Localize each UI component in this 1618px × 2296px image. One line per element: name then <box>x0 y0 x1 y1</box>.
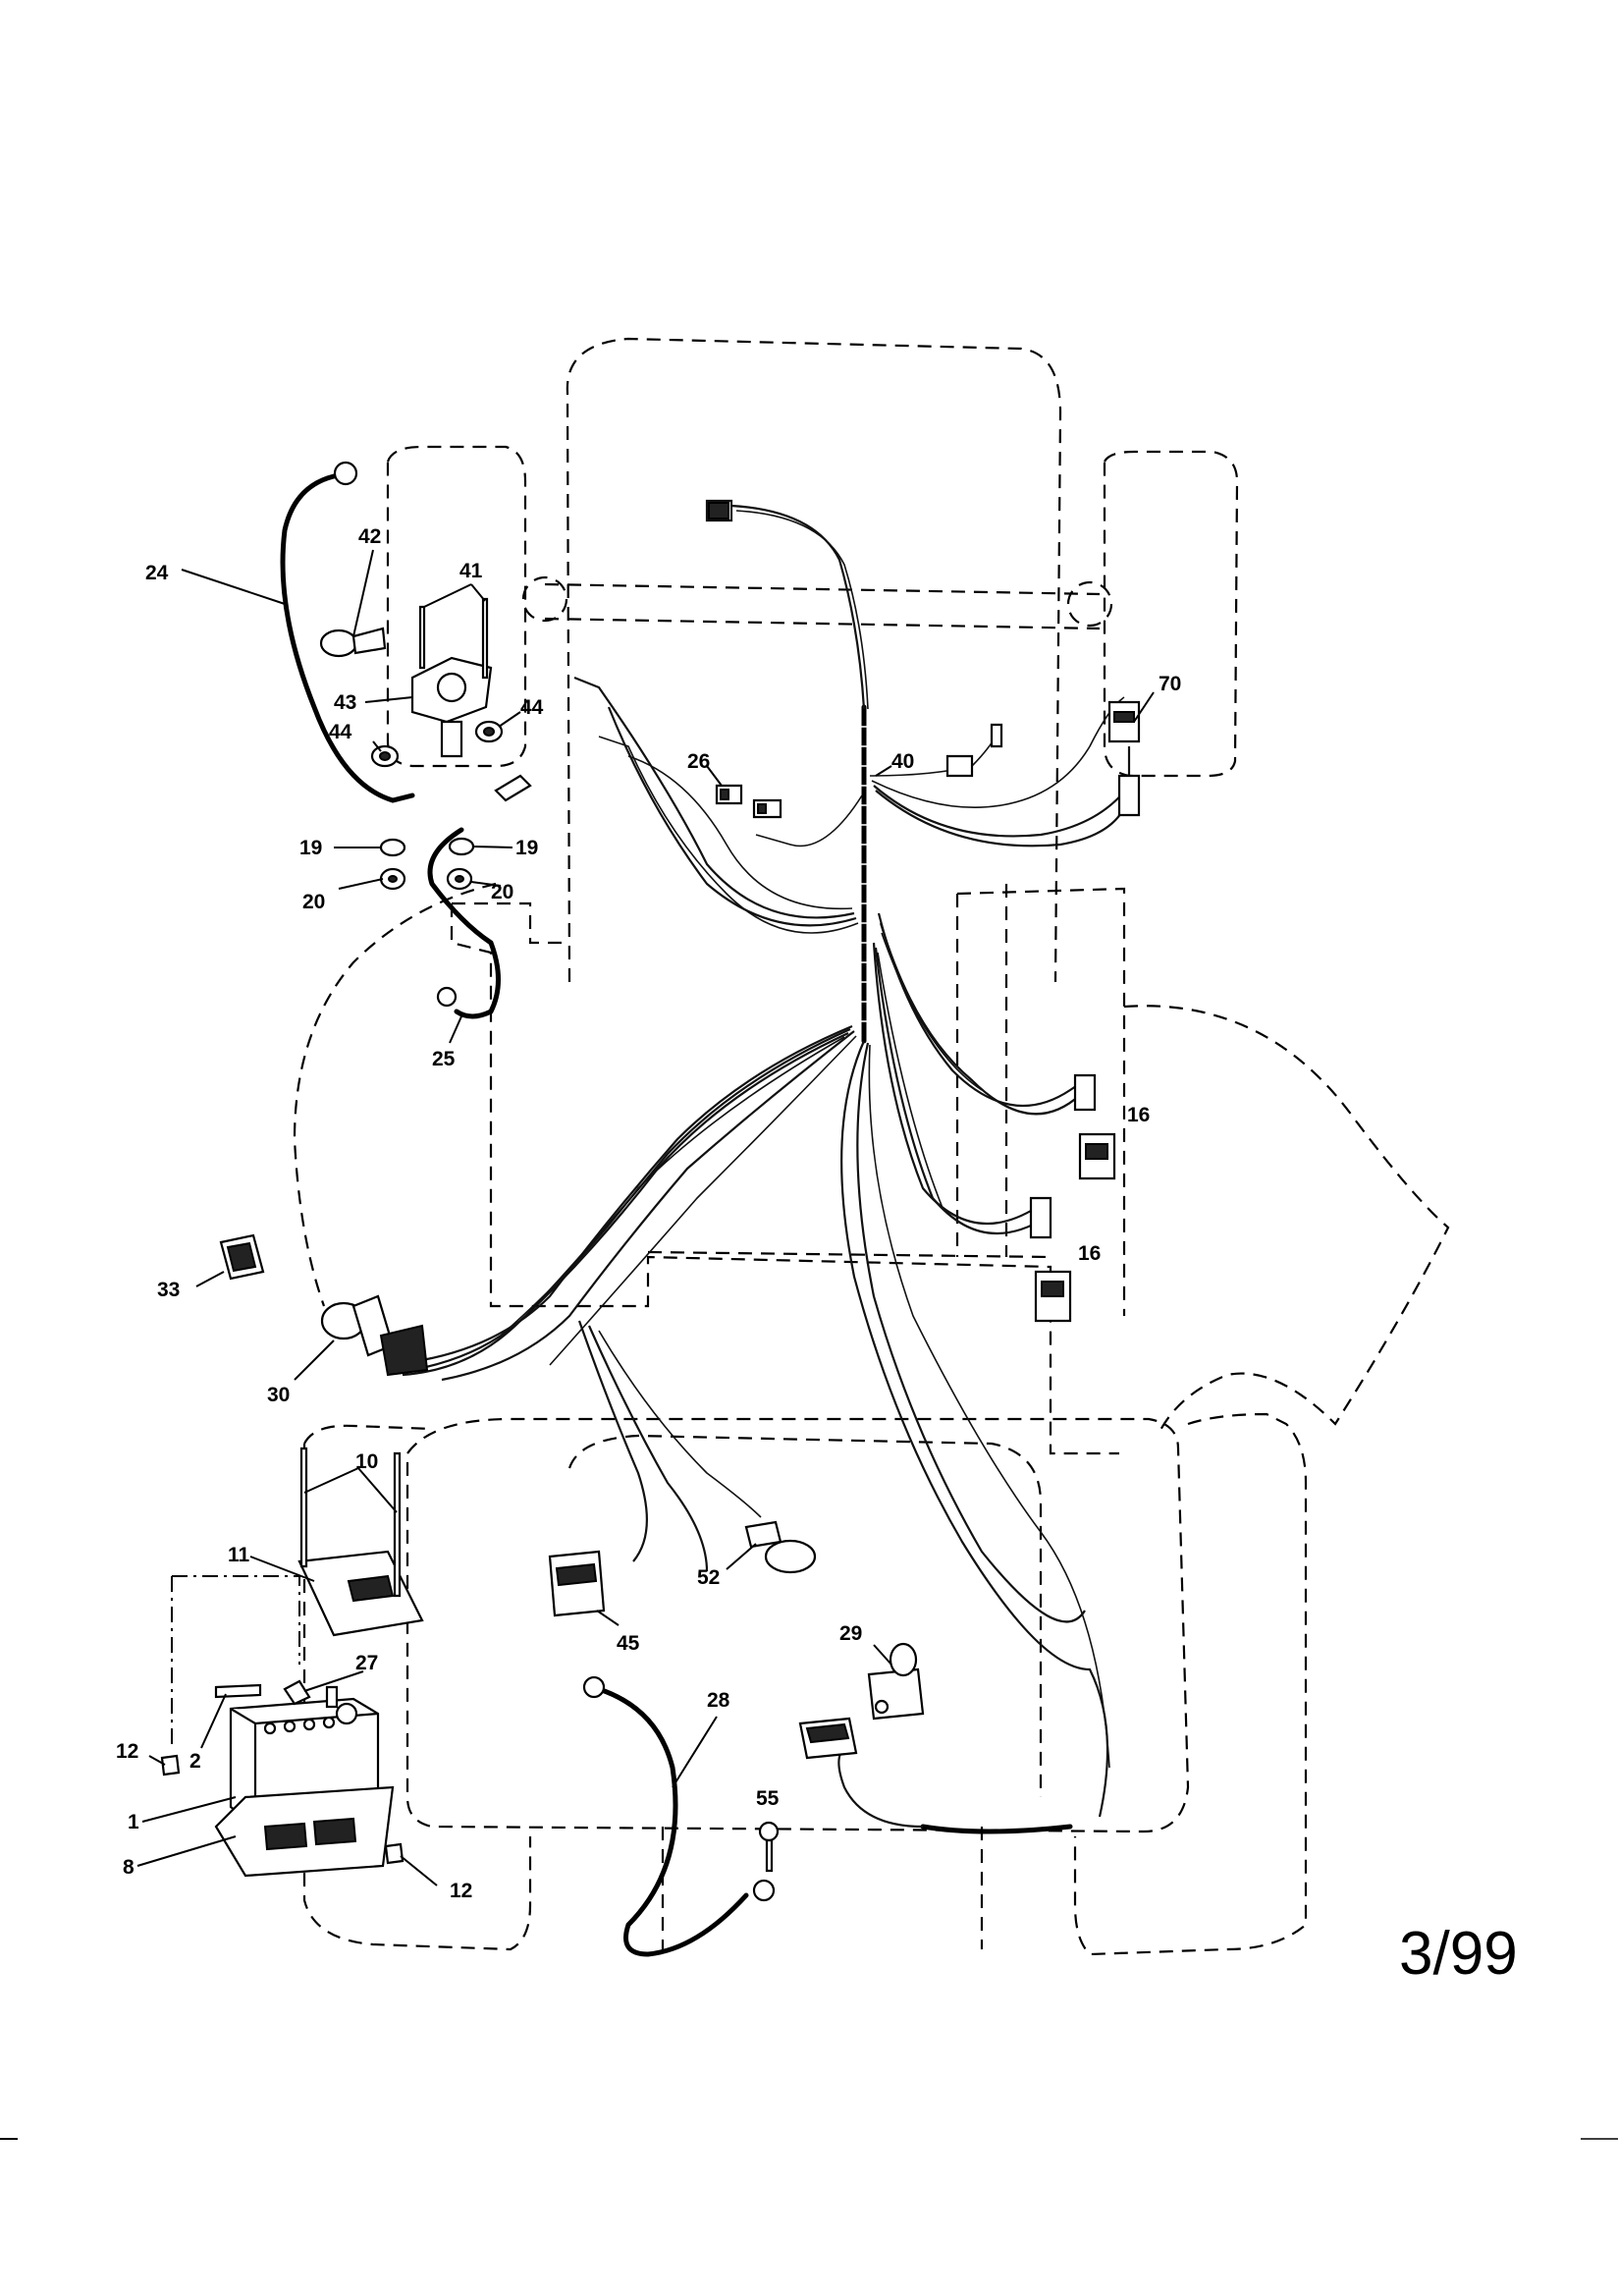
ring-terminal-24 <box>333 461 358 486</box>
callout-25: 25 <box>432 1048 456 1070</box>
hold-down-11 <box>297 1550 424 1637</box>
seat-area-outline <box>567 1434 1043 1797</box>
callout-40: 40 <box>891 750 914 773</box>
engine-box-outline <box>647 884 1126 1316</box>
callout-41: 41 <box>459 560 483 582</box>
coil-connector <box>798 1717 858 1760</box>
pivot-left-outline <box>521 575 568 623</box>
engine-deck-outline <box>450 902 1119 1455</box>
boot-42 <box>319 627 387 658</box>
callout-10: 10 <box>355 1450 378 1473</box>
washer-19-left <box>379 838 406 857</box>
left-fender-arc-outline <box>293 882 497 1307</box>
hour-meter-45 <box>548 1550 606 1617</box>
rear-wheel-right-outline <box>1073 1412 1308 1956</box>
callout-12-right: 12 <box>450 1880 472 1902</box>
callout-2: 2 <box>189 1750 201 1773</box>
callout-29: 29 <box>839 1622 862 1645</box>
callout-26: 26 <box>687 750 710 773</box>
nut-20-left <box>379 867 406 891</box>
ring-terminal-28-bottom <box>752 1879 776 1902</box>
solenoid-43 <box>410 656 493 758</box>
ignition-switch-30 <box>320 1294 429 1377</box>
battery-tray-8 <box>214 1785 395 1878</box>
pivot-right-outline <box>1066 580 1113 628</box>
terminal-mid-right <box>990 723 1003 748</box>
cable-28 <box>596 1686 749 1957</box>
ring-terminal-28-top <box>582 1675 606 1699</box>
terminal-cover-27 <box>283 1679 311 1706</box>
callout-labels: 24 42 41 43 44 44 19 20 19 20 25 26 40 7… <box>116 525 1181 1902</box>
page-code: 3/99 <box>1399 1920 1518 1988</box>
callout-52: 52 <box>697 1566 720 1589</box>
callout-12-left: 12 <box>116 1740 138 1763</box>
callout-11: 11 <box>228 1544 250 1566</box>
connector-mid-right <box>945 754 974 778</box>
relay-33 <box>219 1233 265 1281</box>
callout-45: 45 <box>617 1632 640 1655</box>
callout-20-right: 20 <box>491 881 513 903</box>
fuse-holder <box>494 774 532 802</box>
switch-16-upper <box>1073 1073 1116 1180</box>
ring-terminal-25 <box>436 986 458 1008</box>
callout-16-upper: 16 <box>1127 1104 1150 1126</box>
rear-wheel-left-outline <box>302 1424 532 1951</box>
front-wheel-right-outline <box>1103 450 1239 778</box>
callout-1: 1 <box>128 1811 139 1833</box>
rod-10-left <box>299 1447 308 1568</box>
frame-crossbar-outline <box>544 582 1101 630</box>
callout-16-lower: 16 <box>1078 1242 1101 1265</box>
callout-55: 55 <box>756 1787 780 1810</box>
callout-19-left: 19 <box>299 837 322 859</box>
callout-33: 33 <box>157 1279 180 1301</box>
callout-30: 30 <box>267 1384 290 1406</box>
nut-44-right <box>474 720 504 743</box>
callout-44-right: 44 <box>520 696 544 719</box>
nut-20-right <box>446 867 473 891</box>
wiring-harness <box>402 499 1131 1834</box>
nut-44-left <box>370 744 400 768</box>
callout-70: 70 <box>1159 673 1181 695</box>
callout-43: 43 <box>334 691 356 714</box>
front-wheel-left-outline <box>386 445 527 768</box>
callout-20-left: 20 <box>302 891 325 913</box>
right-fender-outline <box>1123 1005 1450 1435</box>
cable-25 <box>427 827 501 1019</box>
callout-19-right: 19 <box>515 837 538 859</box>
rear-center-outline <box>661 1827 984 1949</box>
callout-28: 28 <box>707 1689 730 1712</box>
bolt-2 <box>214 1683 262 1699</box>
connector-70 <box>1107 700 1141 817</box>
bolt-55 <box>758 1821 780 1873</box>
washer-19-right <box>448 837 475 856</box>
callout-42: 42 <box>358 525 381 548</box>
connector-26 <box>715 784 782 819</box>
rod-10-right <box>393 1451 402 1598</box>
callout-27: 27 <box>355 1652 378 1674</box>
nut-12-left <box>160 1754 181 1777</box>
cable-24 <box>280 473 415 803</box>
parts <box>160 597 1141 1878</box>
switch-16-lower <box>1029 1196 1072 1323</box>
switch-29 <box>867 1642 925 1721</box>
nut-12-right <box>384 1842 404 1865</box>
connector-52 <box>744 1520 817 1574</box>
battery-cables <box>280 461 776 1957</box>
tractor-outline <box>171 337 1450 1956</box>
callout-24: 24 <box>145 562 169 584</box>
callout-8: 8 <box>123 1856 135 1879</box>
front-connector <box>705 499 733 522</box>
rear-body-outline <box>405 1417 1190 1833</box>
terminal-cover-27b <box>325 1685 339 1709</box>
bolt-41-right <box>481 597 489 680</box>
bolt-41-left <box>418 605 426 670</box>
hood-outline <box>566 337 1062 983</box>
callout-44-left: 44 <box>329 721 352 743</box>
leader-lines <box>136 549 1155 1886</box>
